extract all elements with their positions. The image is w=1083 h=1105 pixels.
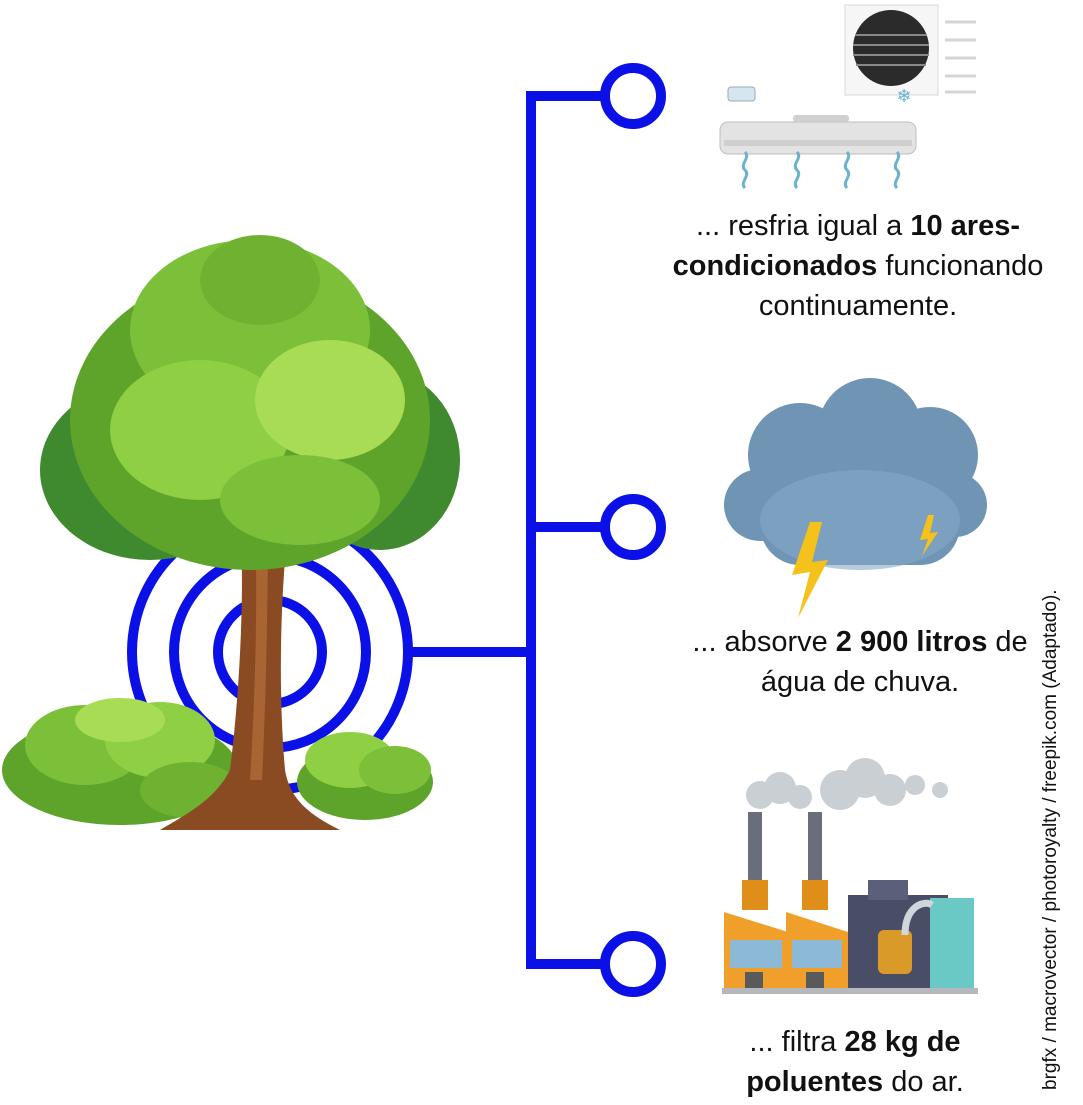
air-conditioner-icon: ❄ — [719, 4, 976, 190]
node-bottom — [600, 931, 666, 997]
tree — [40, 235, 460, 830]
caption-pollutants-text-end: do ar. — [883, 1066, 964, 1098]
caption-water: ... absorve 2 900 litros de água de chuv… — [680, 622, 1040, 702]
storm-cloud-icon — [724, 378, 987, 618]
bush-left — [2, 698, 240, 825]
caption-pollutants: ... filtra 28 kg de poluentes do ar. — [700, 1022, 1010, 1102]
caption-water-highlight: 2 900 litros — [835, 626, 988, 658]
caption-cooling-text-end: funcionando continuamente. — [758, 250, 1044, 322]
caption-pollutants-text: ... filtra — [749, 1026, 845, 1058]
caption-water-text: ... absorve — [692, 626, 836, 658]
caption-pollutants-highlight: 28 kg de poluentes — [746, 1026, 961, 1098]
node-top — [600, 63, 666, 129]
svg-text:❄: ❄ — [896, 86, 911, 107]
caption-cooling-text: ... resfria igual a — [695, 210, 911, 242]
caption-water-text-end: de água de chuva. — [760, 626, 1028, 698]
factory-icon — [722, 758, 978, 994]
image-credit: brgfx / macrovector / photoroyalty / fre… — [1040, 589, 1061, 1090]
caption-cooling-highlight: 10 ares-condicionados — [672, 210, 1021, 282]
bush-right — [297, 732, 433, 820]
node-middle — [600, 494, 666, 560]
caption-cooling: ... resfria igual a 10 ares-condicionado… — [640, 206, 1076, 326]
